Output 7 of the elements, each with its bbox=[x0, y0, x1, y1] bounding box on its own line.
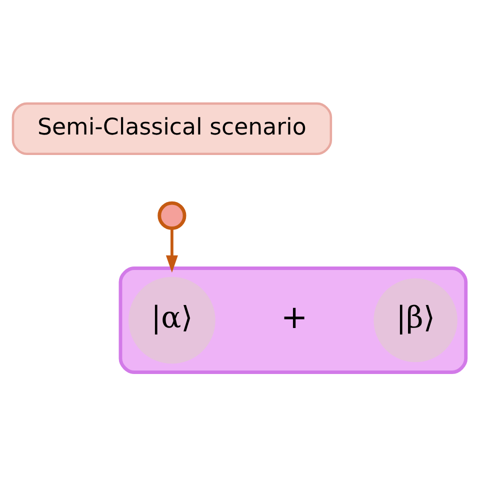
arrow bbox=[166, 228, 178, 272]
node-box: Semi-Classical scenario bbox=[12, 102, 332, 155]
node-circle bbox=[158, 200, 186, 230]
label: + bbox=[280, 298, 308, 336]
node-circle: |α⟩ bbox=[128, 276, 216, 364]
node-circle: |β⟩ bbox=[374, 278, 458, 362]
cluster bbox=[118, 266, 468, 374]
